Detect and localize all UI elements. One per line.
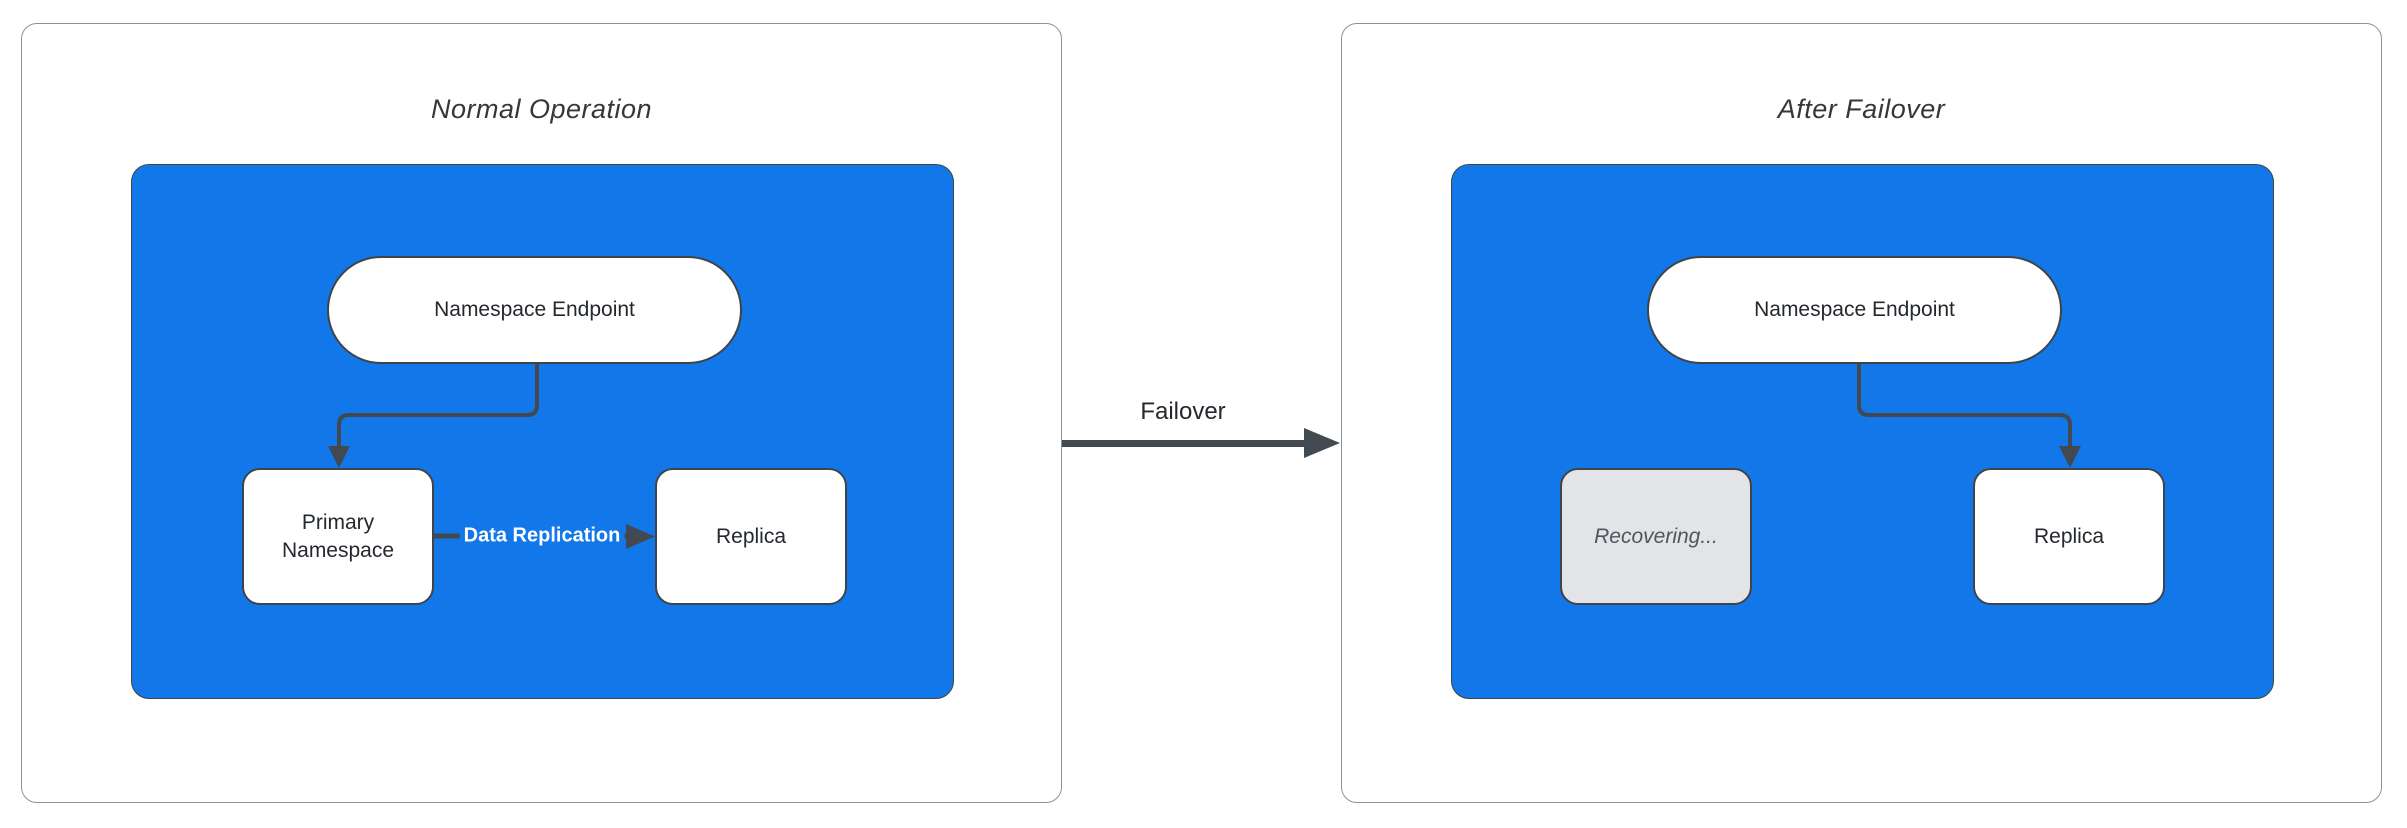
arrowhead-right-icon	[626, 524, 655, 549]
node-replica-after: Replica	[1973, 468, 2165, 605]
node-label: Replica	[715, 524, 787, 548]
node-label: Primary Namespace	[281, 511, 395, 562]
node-label: Replica	[2033, 524, 2105, 548]
endpoint-to-primary-connector	[337, 364, 539, 448]
panel-title-after-failover: After Failover	[1777, 94, 1946, 124]
node-recovering: Recovering...	[1560, 468, 1752, 605]
arrowhead-down-icon	[328, 446, 350, 468]
panel-title-normal-operation: Normal Operation	[430, 94, 653, 124]
node-primary-namespace: Primary Namespace	[242, 468, 434, 605]
panel-after-failover: After Failover Namespace Endpoint Recove…	[1341, 23, 2382, 803]
panel-normal-operation: Normal Operation Namespace Endpoint Prim…	[21, 23, 1062, 803]
endpoint-to-replica-connector	[1857, 364, 2072, 448]
failover-arrow-shaft	[1062, 440, 1304, 447]
node-namespace-endpoint-after: Namespace Endpoint	[1647, 256, 2062, 364]
node-namespace-endpoint-normal: Namespace Endpoint	[327, 256, 742, 364]
cluster-container-normal: Namespace Endpoint Primary Namespace Rep…	[131, 164, 954, 699]
node-label: Recovering...	[1594, 524, 1718, 548]
node-label: Namespace Endpoint	[1754, 298, 1955, 321]
cluster-container-after-failover: Namespace Endpoint Recovering... Replica	[1451, 164, 2274, 699]
data-replication-label: Data Replication	[459, 522, 625, 550]
connector-lines-normal	[328, 364, 655, 549]
arrowhead-down-icon	[2059, 446, 2081, 468]
failover-label: Failover	[1140, 398, 1226, 425]
connector-lines-after-failover	[1857, 364, 2081, 468]
node-label: Namespace Endpoint	[434, 298, 635, 321]
failover-arrowhead-icon	[1304, 428, 1340, 458]
node-replica-normal: Replica	[655, 468, 847, 605]
